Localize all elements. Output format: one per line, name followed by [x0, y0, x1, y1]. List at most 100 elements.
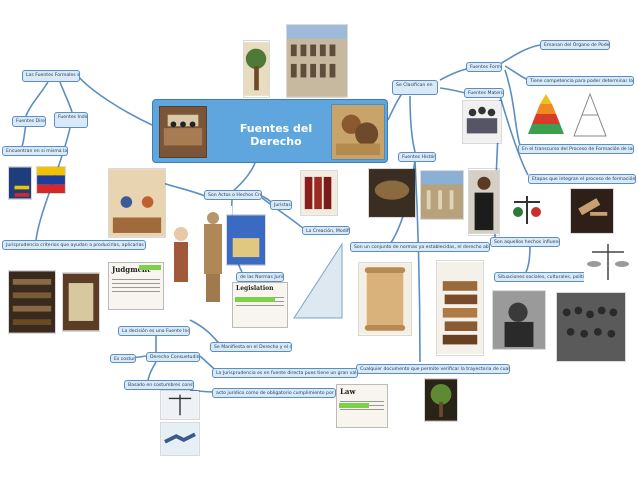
wolf-statue-image: [368, 168, 416, 218]
judge-icon: [469, 169, 499, 235]
courtroom-image: [159, 106, 207, 158]
node-son-conjunto[interactable]: Son un conjunto de normas ya establecida…: [350, 242, 490, 252]
scales-box-icon: [161, 391, 199, 419]
law-card: Law: [336, 384, 388, 428]
scales-icon: [510, 192, 544, 228]
pyramid-icon: [526, 92, 566, 136]
node-cualquier-documento[interactable]: Cualquier documento que permite verifica…: [356, 364, 510, 374]
node-fuentes-directas[interactable]: Fuentes Directas: [12, 116, 46, 127]
crowd-image: [556, 292, 626, 362]
node-jurisprudencia-criterios[interactable]: Jurisprudencia criterios que ayudan a pr…: [2, 240, 146, 250]
judgment-highlight: [139, 265, 161, 270]
stairs-icon: [292, 238, 344, 322]
node-la-jurisprudencia[interactable]: La Jurisprudencia es en fuente directa p…: [212, 368, 358, 378]
node-la-creacion[interactable]: La Creación, Modificación o extinción: [302, 226, 350, 235]
node-son-aquellos[interactable]: Son aquellos hechos influenciados por: [490, 237, 560, 247]
scroll-icon: [359, 263, 411, 335]
lawyers-office-image: [108, 168, 166, 238]
derecho-romano-image: [226, 214, 266, 266]
node-en-el-transcurso[interactable]: En el transcurso del Proceso de Formació…: [518, 144, 634, 154]
judge-woman-image: [468, 168, 500, 236]
office-icon: [109, 169, 165, 237]
node-de-las-normas[interactable]: de las Normas Jurídicas: [236, 272, 284, 282]
library-books-image: [8, 270, 56, 334]
node-derecho-consuetudinario[interactable]: Derecho Consuetudinario: [146, 352, 200, 362]
cartoon-lawyer-image: [166, 222, 196, 302]
people-icon: [463, 101, 501, 143]
node-situaciones-sociales[interactable]: Situaciones sociales, culturales, políti…: [494, 272, 592, 282]
passport-icon: [9, 167, 31, 199]
justice-scales-image: [584, 240, 632, 284]
tree-icon: [244, 41, 269, 97]
node-tiene-competencia[interactable]: Tiene competencia para poder determinar …: [526, 76, 634, 86]
scroll-image: [358, 262, 412, 336]
law-books-red-image: [300, 170, 338, 216]
book-stack-icon: [437, 261, 483, 355]
ruins-image: [420, 170, 464, 220]
book-icon: [63, 273, 99, 331]
flag-image: [36, 166, 66, 194]
stairs-image: [292, 238, 344, 322]
node-fuentes-indirectas[interactable]: Fuentes Indirectas: [54, 112, 88, 128]
node-fuentes-historicas[interactable]: Fuentes Históricas: [398, 152, 436, 162]
node-se-manifiesta[interactable]: Se Manifiesta en el Derecho y el deber V…: [210, 342, 292, 352]
colosseum-image: [286, 24, 348, 98]
pyramid-image: [526, 92, 566, 136]
scales-dollar-image: [510, 192, 544, 228]
legislation-card: Legislation: [232, 282, 288, 328]
wolf-icon: [369, 169, 415, 217]
flag-icon: [37, 167, 65, 193]
node-acto-juridico[interactable]: acto jurídico como de obligatorio cumpli…: [212, 388, 336, 398]
link-directas-norma: [22, 124, 26, 146]
gavel-icon: [571, 189, 613, 233]
tree-dark-icon: [425, 379, 457, 421]
node-encuentran-norma[interactable]: Encuentran en si misma la Norma Jurídica: [2, 146, 68, 156]
central-node[interactable]: Fuentes del Derecho: [152, 99, 388, 163]
link-central-sonactos: [232, 163, 255, 192]
meeting-image: [462, 100, 502, 144]
courtroom-icon: [160, 107, 206, 157]
tree-of-law-image: [243, 40, 270, 98]
legislation-highlight: [235, 297, 275, 302]
gavel-image: [570, 188, 614, 234]
node-fuentes-formales-dividen[interactable]: Las Fuentes Formales se Dividen: [22, 70, 80, 82]
node-fuentes-materiales[interactable]: Fuentes Materiales: [464, 88, 504, 98]
node-se-clasifican[interactable]: Se Clasifican en: [392, 80, 438, 95]
law-word: Law: [337, 385, 387, 398]
link-sonaquellos-situaciones: [526, 246, 530, 272]
node-es-costumbre[interactable]: Es costumbre: [110, 354, 136, 363]
painting-icon: [332, 105, 384, 159]
handshake-image: [160, 422, 200, 456]
pyramid-outline-icon: [572, 92, 608, 138]
books-icon: [9, 271, 55, 333]
node-son-actos[interactable]: Son Actos o Hechos Creados: [204, 190, 262, 200]
link-dividen-directas: [26, 82, 48, 116]
node-etapas-integrar[interactable]: Etapas que integran el proceso de formac…: [528, 174, 636, 184]
link-consuet-basado: [148, 362, 156, 382]
person-icon: [493, 291, 545, 349]
lawyer-icon: [166, 222, 196, 302]
balance-icon: [584, 240, 632, 284]
link-decision-manifiesta: [190, 320, 220, 344]
scales-box-image: [160, 390, 200, 420]
link-central-formales-dividen: [78, 76, 152, 125]
node-juristas[interactable]: Juristas: [270, 200, 292, 210]
law-highlight: [339, 403, 369, 408]
ruins-icon: [421, 171, 463, 219]
handshake-icon: [161, 423, 199, 455]
node-decision-fuente[interactable]: La decisión es una Fuente Indirecta: [118, 326, 190, 336]
crowd-icon: [557, 293, 625, 361]
node-fuentes-formales[interactable]: Fuentes Formales: [466, 62, 502, 72]
node-emanan-organo[interactable]: Emanan del Órgano de Poder Público: [540, 40, 610, 50]
battle-painting-image: [331, 104, 385, 160]
link-dividen-indirectas: [60, 82, 72, 112]
node-basado-en[interactable]: Basado en costumbres constitucionales: [124, 380, 194, 390]
passport-image: [8, 166, 32, 200]
link-formales-competencia: [505, 66, 528, 80]
tree-dark-image: [424, 378, 458, 422]
red-books-icon: [301, 171, 337, 215]
pyramid-outline-image: [572, 92, 608, 138]
link-clasifican-historicas: [410, 96, 415, 152]
book-stack-image: [436, 260, 484, 356]
